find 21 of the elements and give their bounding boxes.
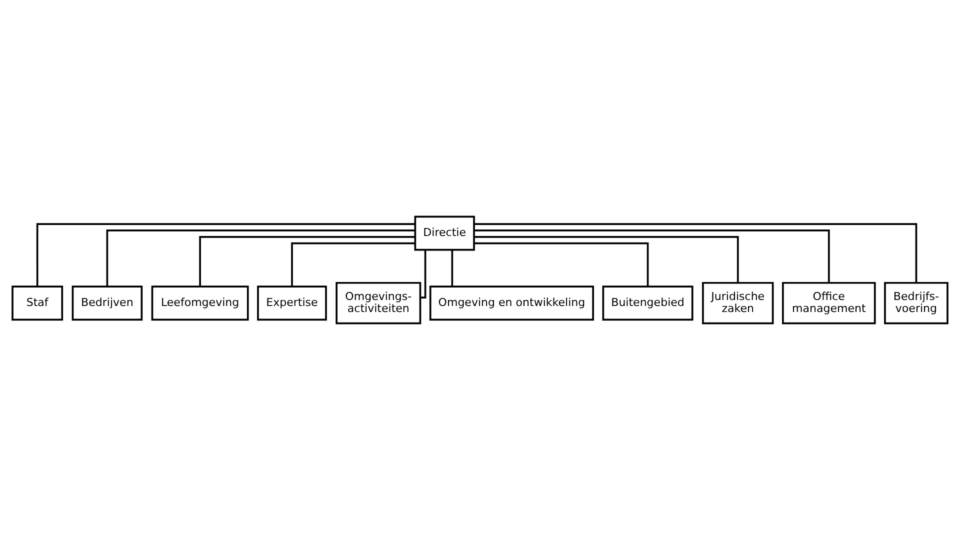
node-box: Juridische zaken xyxy=(702,282,774,324)
connector xyxy=(474,223,918,283)
node-box: Office management xyxy=(782,282,876,324)
connector xyxy=(474,242,649,286)
node-box: Bedrijven xyxy=(72,286,143,321)
connector xyxy=(199,236,416,286)
connector xyxy=(36,223,415,286)
connector xyxy=(474,230,830,283)
node-box: Directie xyxy=(414,216,475,251)
connector xyxy=(291,242,416,286)
node-box: Buitengebied xyxy=(602,286,694,321)
connector xyxy=(474,236,739,282)
node-box: Staf xyxy=(12,286,64,321)
connector xyxy=(420,250,426,298)
node-box: Omgeving en ontwikkeling xyxy=(429,286,594,321)
node-box: Bedrijfs- voering xyxy=(884,282,948,324)
node-box: Leefomgeving xyxy=(151,286,249,321)
connector xyxy=(451,250,454,286)
connector xyxy=(106,230,415,286)
node-box: Expertise xyxy=(257,286,327,321)
node-box: Omgevings- activiteiten xyxy=(336,282,422,324)
